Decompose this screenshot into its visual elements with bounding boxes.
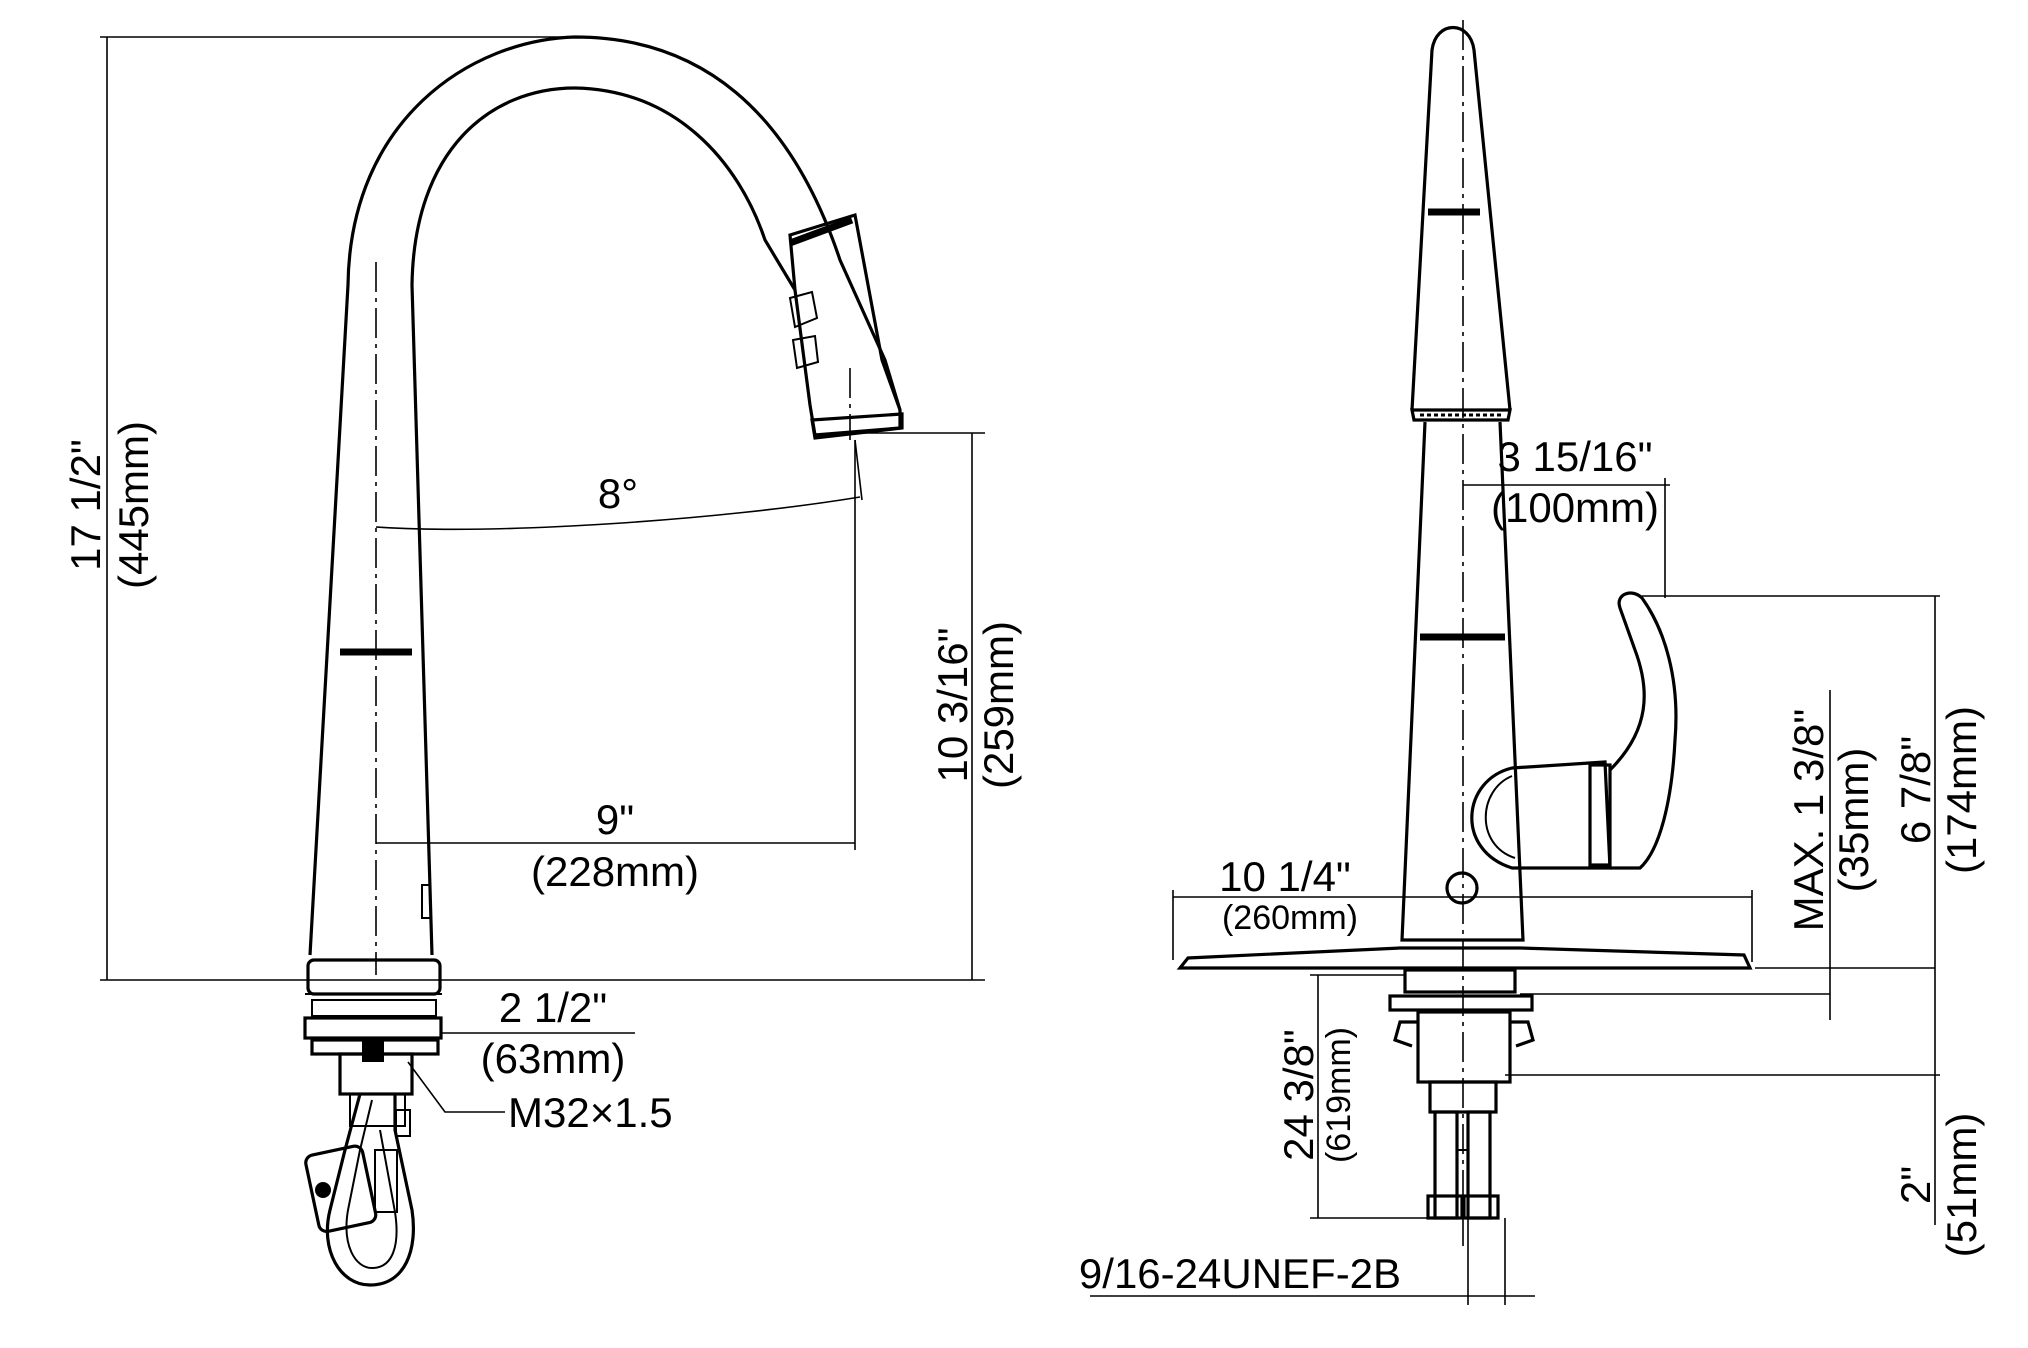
front-gasket	[1403, 968, 1517, 994]
dim-handle-clear-inch: 3 15/16"	[1497, 433, 1652, 480]
front-washer	[1388, 994, 1534, 1012]
front-handle-housing-inner	[1484, 775, 1516, 859]
dim-overall-inch: 17 1/2"	[62, 439, 109, 571]
side-valve-stub	[395, 1109, 411, 1137]
front-spray-head	[1410, 25, 1512, 411]
front-supply-left	[1433, 1110, 1459, 1220]
dim-plate-inch: 10 1/4"	[1219, 853, 1351, 900]
side-weight-dot	[315, 1182, 331, 1198]
side-shank-core	[362, 1040, 384, 1062]
side-base-collar	[306, 958, 442, 996]
side-sensor-button	[421, 884, 430, 919]
side-hose-loop-inner	[345, 1099, 398, 1270]
side-spray-button-1	[788, 290, 819, 329]
dim-reach-mm: (228mm)	[531, 848, 699, 895]
dim-overall-mm: (445mm)	[110, 421, 157, 589]
dim-handle-clear-mm: (100mm)	[1491, 484, 1659, 531]
dim-handle-h-inch: 6 7/8"	[1892, 736, 1939, 844]
front-deck-plate	[1176, 946, 1753, 970]
front-view: 3 15/16" (100mm) 10 1/4" (260mm) MAX. 1 …	[1079, 20, 1985, 1305]
dim-reach-inch: 9"	[596, 796, 634, 843]
side-spray-head	[788, 212, 902, 437]
front-nut-right	[1462, 1194, 1500, 1220]
dim-spout-mm: (259mm)	[975, 621, 1022, 789]
dim-spout-inch: 10 3/16"	[929, 627, 976, 782]
front-handle-lever	[1608, 591, 1678, 870]
dim-deck-inch: MAX. 1 3/8"	[1785, 709, 1832, 932]
dim-thread-label: M32×1.5	[508, 1089, 673, 1136]
side-spray-face	[810, 412, 904, 440]
dim-shank-mm: (51mm)	[1938, 1113, 1985, 1258]
dim-thread-leader	[407, 1061, 505, 1113]
front-handle-ring	[1588, 763, 1612, 867]
front-handle-housing	[1470, 760, 1612, 870]
dim-hose-inch: 24 3/8"	[1275, 1029, 1322, 1161]
dim-handle-h-mm: (174mm)	[1938, 706, 1985, 874]
side-gasket	[311, 999, 437, 1017]
front-mount-nut	[1416, 1010, 1512, 1084]
dim-angle-leg	[854, 439, 863, 501]
dim-shank-inch: 2"	[1892, 1166, 1939, 1204]
dim-angle-arc	[375, 496, 861, 530]
side-view: 17 1/2" (445mm) 10 3/16" (259mm) 8° 9" (…	[62, 35, 1022, 1287]
side-supply-connector	[374, 1149, 398, 1213]
side-spray-button-2	[791, 334, 820, 370]
front-spray-face	[1410, 408, 1512, 422]
front-supply-right	[1466, 1110, 1492, 1220]
dim-angle-label: 8°	[598, 470, 638, 517]
dim-plate-mm: (260mm)	[1222, 899, 1358, 937]
dim-supply-thread: 9/16-24UNEF-2B	[1079, 1250, 1401, 1297]
front-clip-right	[1510, 1020, 1535, 1048]
dim-hose-mm: (619mm)	[1320, 1027, 1358, 1163]
dim-base-mm: (63mm)	[481, 1035, 626, 1082]
side-deck-plate	[303, 1016, 443, 1040]
dim-base-inch: 2 1/2"	[499, 984, 607, 1031]
side-weight	[304, 1144, 378, 1234]
front-sensor	[1445, 871, 1479, 905]
side-spray-band	[788, 216, 854, 247]
dim-deck-mm: (35mm)	[1830, 748, 1877, 893]
front-nut-left	[1426, 1194, 1464, 1220]
side-spout-inner	[410, 86, 797, 956]
front-clip-left	[1393, 1020, 1418, 1048]
